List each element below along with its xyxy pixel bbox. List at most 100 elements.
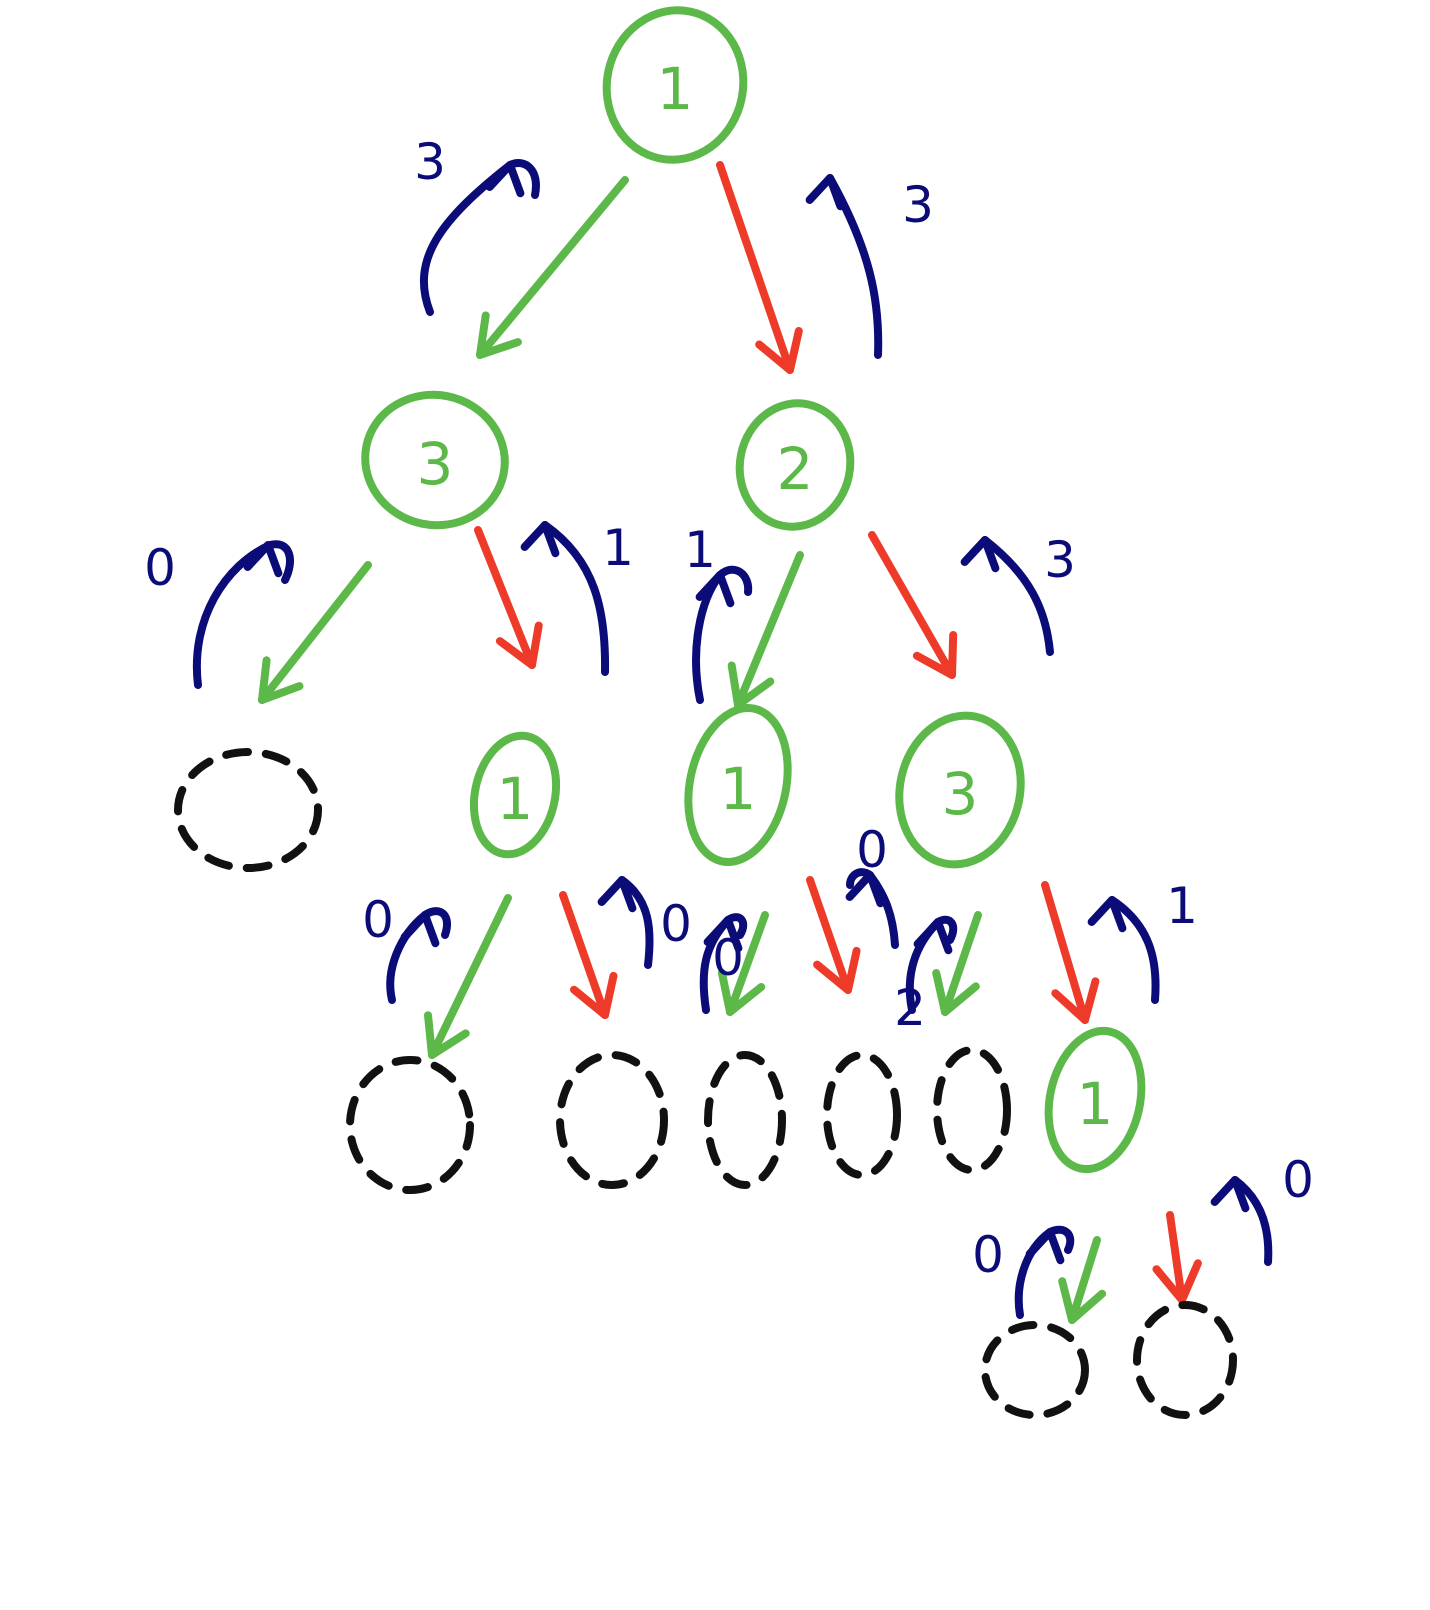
right-child-arrowhead (755, 327, 803, 374)
return-value-label: 0 (1282, 1151, 1314, 1209)
node-circle (735, 399, 855, 531)
node-circle (361, 390, 509, 530)
return-arrowhead (243, 541, 283, 578)
return-arrowhead (913, 918, 953, 955)
right-child-arrow (1166, 1211, 1186, 1304)
right-child-arrowhead (813, 946, 861, 994)
return-arrow-curve (1108, 896, 1160, 1004)
return-arrow-n1-n2: 3 (805, 174, 934, 359)
return-arrow-n1b-x2: 0 (362, 891, 451, 1004)
return-arrowhead (1025, 1228, 1065, 1265)
return-arrow-curve (419, 159, 540, 316)
return-arrow-curve (541, 521, 610, 676)
right-child-arrow (868, 531, 956, 679)
null-node-x2 (346, 1056, 474, 1194)
edge-n1b-x2 (424, 894, 512, 1059)
return-value-label: 1 (1166, 877, 1198, 935)
tree-node-n1b: 1 (469, 731, 561, 859)
return-arrow-n3a-n1b: 1 (520, 519, 634, 676)
edge-n2-n1c (727, 551, 804, 709)
left-child-arrow (1068, 1236, 1101, 1324)
tree-node-n1: 1 (602, 6, 748, 164)
edge-n1-n2 (716, 161, 803, 374)
return-arrow-n1c-x5: 0 (845, 821, 899, 949)
node-value: 1 (497, 765, 534, 833)
edge-n2-n3b (868, 531, 958, 679)
node-circle (684, 704, 792, 866)
edge-n1d-x7 (1058, 1236, 1107, 1324)
return-arrowhead (485, 161, 525, 198)
left-child-arrowhead (476, 311, 522, 359)
return-arrowhead (1087, 896, 1127, 933)
null-nodes-layer (174, 748, 1237, 1419)
left-child-arrow (726, 911, 769, 1016)
return-value-label: 3 (1044, 531, 1076, 589)
return-value-label: 0 (144, 539, 176, 597)
left-child-arrowhead (717, 968, 766, 1016)
return-arrow-n1b-x3: 0 (597, 876, 692, 969)
return-arrow-curve (192, 540, 294, 689)
edges-layer (258, 161, 1202, 1324)
left-child-arrow (734, 551, 804, 709)
return-value-label: 1 (602, 519, 634, 577)
node-value: 1 (1077, 1070, 1114, 1138)
node-circle (602, 6, 748, 164)
left-child-arrowhead (932, 969, 980, 1016)
right-child-arrowhead (1152, 1259, 1202, 1304)
right-child-arrow (1041, 881, 1089, 1024)
tree-node-n3a: 3 (361, 390, 509, 530)
left-child-arrowhead (727, 661, 775, 709)
edge-n3b-n1d (1041, 881, 1100, 1024)
return-arrowhead (400, 911, 440, 948)
return-value-label: 0 (362, 891, 394, 949)
edge-n3b-x6 (932, 911, 982, 1016)
return-arrow-n3b-n1d: 1 (1087, 877, 1198, 1004)
return-arrow-n3b-x6: 2 (894, 915, 958, 1037)
tree-node-n2: 2 (735, 399, 855, 531)
return-arrow-curve (981, 536, 1054, 656)
null-node-x7 (981, 1321, 1089, 1419)
return-arrow-n2-n3b: 3 (960, 531, 1076, 656)
null-node-x3 (556, 1051, 668, 1189)
right-child-arrowhead (495, 621, 543, 669)
node-value: 2 (777, 435, 814, 503)
edge-n1d-x8 (1152, 1211, 1202, 1304)
return-arrowhead (1210, 1176, 1250, 1213)
return-value-label: 0 (972, 1226, 1004, 1284)
tree-node-n1d: 1 (1044, 1026, 1146, 1174)
return-arrowhead (703, 916, 743, 953)
right-child-arrowhead (1051, 977, 1100, 1024)
return-arrowhead (695, 571, 735, 608)
return-value-label: 0 (712, 929, 744, 987)
left-child-arrow (428, 894, 512, 1059)
null-node-x5 (823, 1051, 901, 1179)
return-arrow-curve (618, 876, 654, 969)
left-child-arrowhead (424, 1011, 470, 1059)
return-value-label: 0 (660, 895, 692, 953)
right-child-arrow (474, 526, 536, 669)
null-node-x6 (933, 1046, 1011, 1174)
node-value: 3 (417, 430, 454, 498)
return-arrow-curve (1231, 1176, 1273, 1266)
return-arrowhead (597, 876, 637, 913)
null-node-x8 (1133, 1301, 1237, 1419)
left-child-arrow (258, 561, 372, 704)
node-value: 1 (657, 55, 694, 123)
node-circle (469, 731, 561, 859)
return-arrow-n1c-x4: 0 (699, 913, 748, 1014)
node-value: 3 (942, 760, 979, 828)
right-child-arrow (716, 161, 794, 374)
node-value: 1 (720, 755, 757, 823)
return-value-label: 1 (684, 521, 716, 579)
edge-n3a-x1 (258, 561, 372, 704)
node-circle (1044, 1026, 1146, 1174)
edge-n1-n3a (476, 176, 629, 359)
return-arrowhead (520, 521, 560, 558)
right-child-arrowhead (912, 631, 958, 679)
edge-n3a-n1b (474, 526, 543, 669)
return-arrow-n3a-x1: 0 (144, 539, 294, 689)
return-value-label: 3 (902, 176, 934, 234)
left-child-arrowhead (1058, 1277, 1107, 1324)
null-node-x4 (704, 1051, 786, 1189)
return-value-label: 3 (414, 133, 446, 191)
